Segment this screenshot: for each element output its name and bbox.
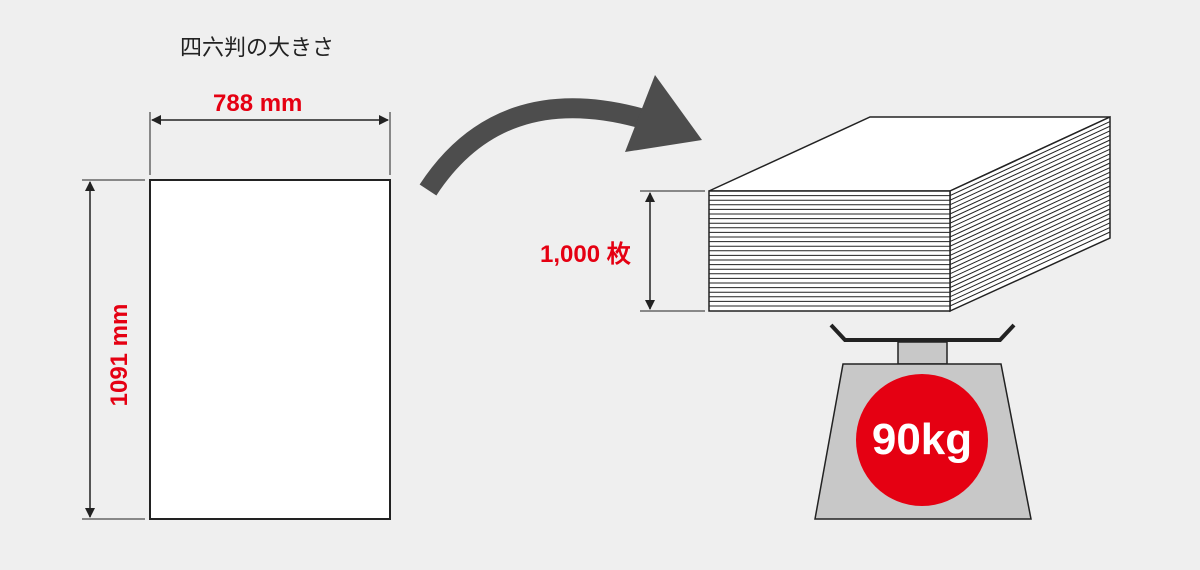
stack-sheet-line: [709, 185, 1111, 261]
stack-sheet-line: [709, 162, 1111, 238]
stack-sheet-line: [709, 222, 1111, 298]
stack-sheet-line: [709, 199, 1111, 275]
height-dimension: [82, 179, 145, 520]
paper-sheet: [149, 179, 391, 520]
stack-sheet-line: [709, 226, 1111, 302]
sheet-count-label: 1,000 枚: [540, 241, 631, 268]
weighing-scale-icon: [814, 323, 1032, 520]
stack-sheet-line: [709, 208, 1111, 284]
stack-sheet-line: [709, 148, 1111, 224]
stack-sheet-line: [709, 176, 1111, 252]
stack-sheet-line: [709, 194, 1111, 270]
stack-sheet-line: [709, 139, 1111, 215]
stack-height-dimension: [640, 190, 705, 312]
stack-sheet-line: [709, 180, 1111, 256]
height-label: 1091 mm: [106, 303, 133, 407]
stack-sheet-line: [709, 231, 1111, 307]
stack-sheet-line: [709, 217, 1111, 293]
stack-sheet-line: [709, 157, 1111, 233]
stack-sheet-line: [709, 130, 1111, 206]
stack-sheet-line: [709, 213, 1111, 289]
stack-sheet-line: [709, 134, 1111, 210]
width-dimension: [149, 112, 391, 175]
stack-sheet-line: [709, 171, 1111, 247]
stack-sheet-line: [709, 144, 1111, 220]
weight-badge: [856, 374, 988, 506]
stack-sheet-line: [709, 125, 1111, 201]
stack-sheet-line: [709, 167, 1111, 243]
diagram-title: 四六判の大きさ: [180, 36, 335, 61]
paper-stack: [708, 115, 1111, 313]
weight-label: 90kg: [871, 415, 973, 464]
width-label: 788 mm: [213, 90, 303, 117]
stack-sheet-line: [709, 190, 1111, 266]
stack-sheet-line: [709, 203, 1111, 279]
curved-arrow-icon: [419, 75, 702, 196]
stack-sheet-line: [709, 121, 1111, 197]
stack-sheet-line: [709, 153, 1111, 229]
